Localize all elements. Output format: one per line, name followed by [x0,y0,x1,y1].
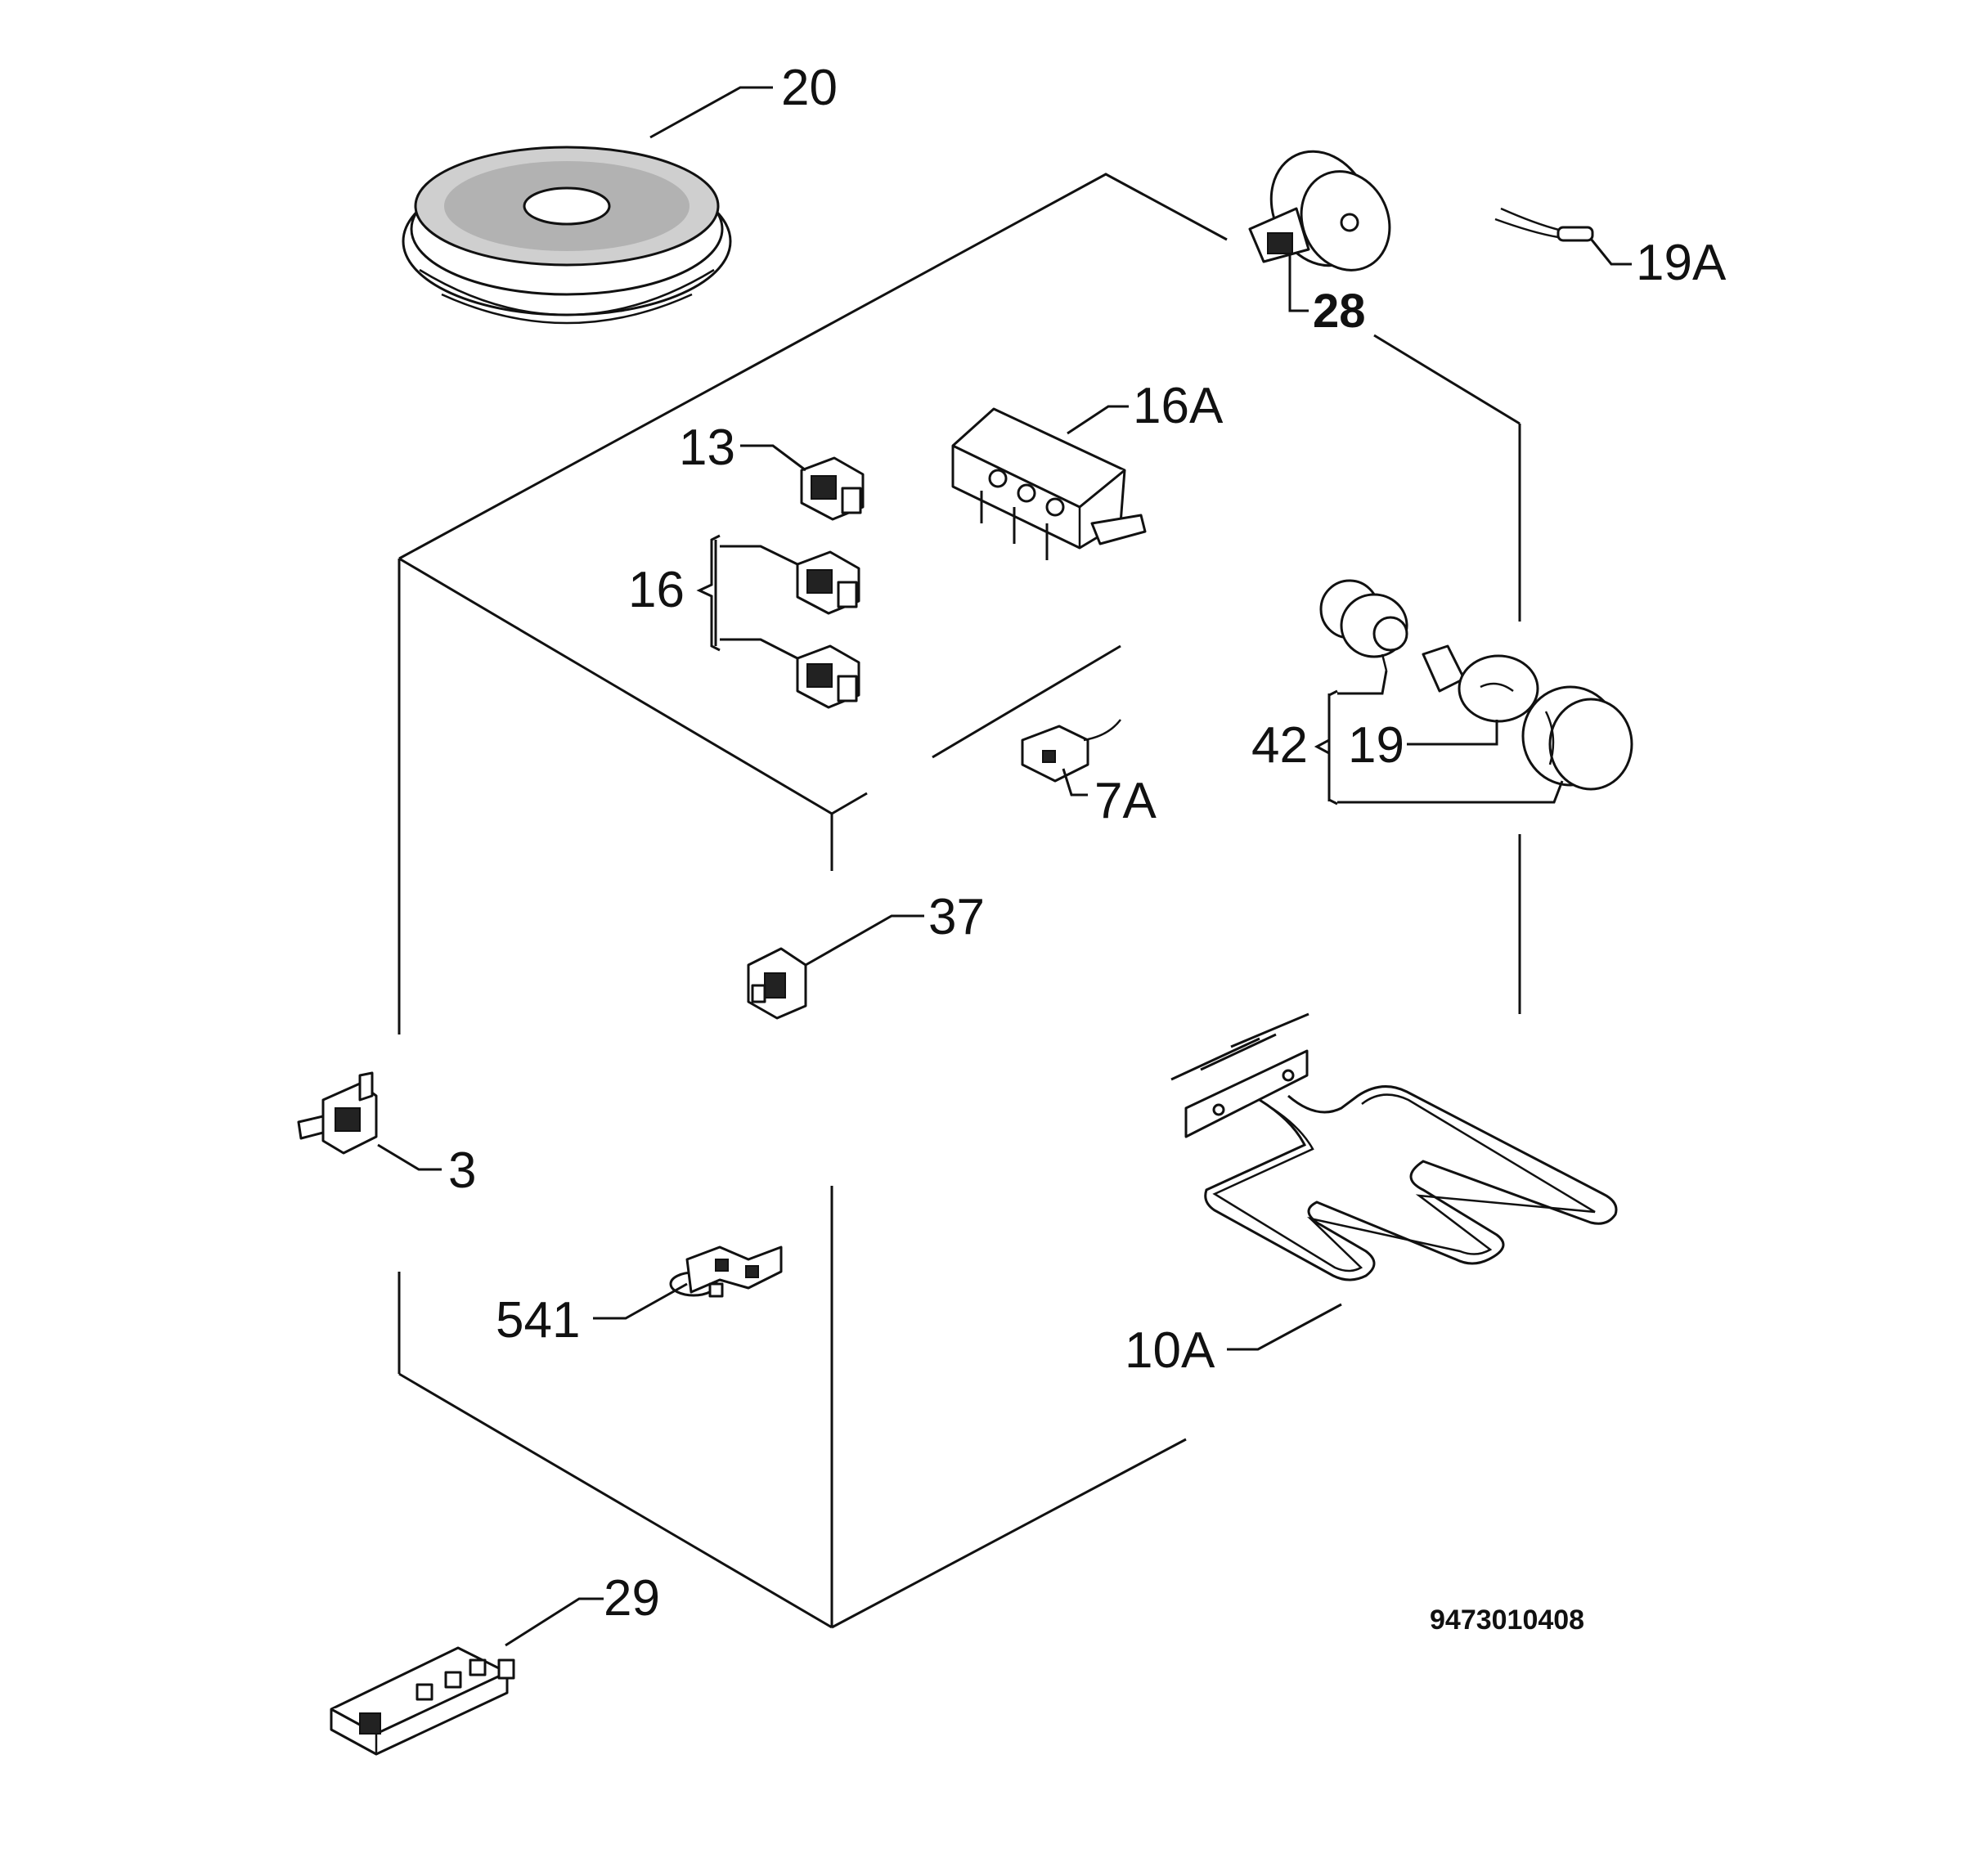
part-37-terminal [747,947,807,1020]
leader-13 [740,444,806,472]
part-20-hotplate [402,146,732,325]
part-28-timer-motor [1248,150,1391,272]
callout-20: 20 [781,60,838,116]
callout-10a: 10A [1125,1322,1215,1379]
part-29-ignition-unit [330,1646,515,1756]
callout-19: 19 [1348,717,1404,774]
part-16-switches [796,550,860,709]
drawing-number: 9473010408 [1430,1604,1584,1636]
leader-3 [377,1143,442,1171]
leader-16a [1067,405,1129,435]
callout-7a: 7A [1094,773,1157,829]
part-42-lamp-holder [1319,579,1408,671]
callout-42: 42 [1251,717,1308,774]
bracket-16 [696,534,798,660]
part-19a-sensor [1494,207,1594,242]
leader-10a [1227,1303,1342,1351]
callout-16: 16 [628,562,685,618]
callout-29: 29 [604,1570,660,1627]
callout-541: 541 [496,1292,580,1349]
part-541-clamp [669,1245,783,1298]
part-lamp-cover [1521,685,1633,791]
cabinet-outline [398,173,1521,1629]
leader-20 [649,86,773,139]
leader-29 [505,1597,604,1647]
callout-13: 13 [679,420,735,476]
part-13-switch [800,456,865,521]
bracket-42 [1314,670,1564,806]
leader-7a [1062,768,1088,797]
leader-541 [593,1282,688,1320]
part-19-lamp-bulb [1422,644,1539,723]
callout-37: 37 [928,889,985,945]
part-10a-grill-element [1170,1012,1618,1281]
part-16a-switch-block [951,407,1147,560]
callout-28: 28 [1313,285,1366,338]
part-7a-door-switch [1021,719,1121,783]
callout-19a: 19A [1636,235,1727,291]
leader-19a [1589,238,1632,266]
callout-16a: 16A [1133,378,1224,434]
leader-28 [1288,254,1309,312]
leader-37 [805,914,924,967]
callout-3: 3 [448,1142,476,1199]
part-3-connector [297,1071,378,1155]
